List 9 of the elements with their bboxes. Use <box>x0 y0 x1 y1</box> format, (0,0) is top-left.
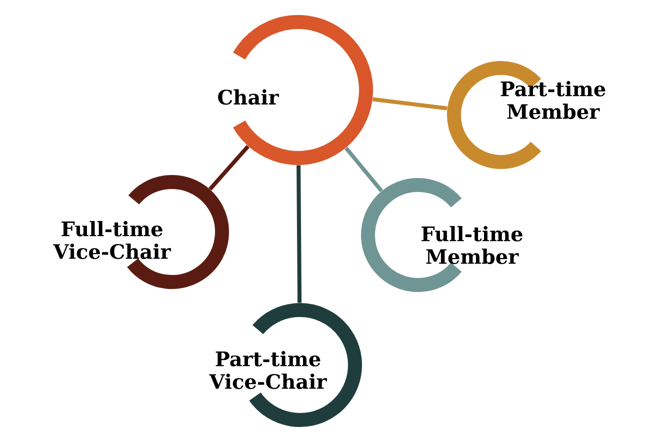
ring-node: Full-time Member <box>361 178 522 292</box>
connector-line <box>208 144 250 190</box>
ring-node: Part-time Vice-Chair <box>209 303 362 427</box>
ring-node: Chair <box>218 15 373 165</box>
connector-line <box>344 146 384 192</box>
ring-node: Part-time Member <box>447 61 606 169</box>
connector-line <box>372 97 448 110</box>
connector-line <box>296 165 302 303</box>
ring-node: Full-time Vice-Chair <box>53 175 229 289</box>
